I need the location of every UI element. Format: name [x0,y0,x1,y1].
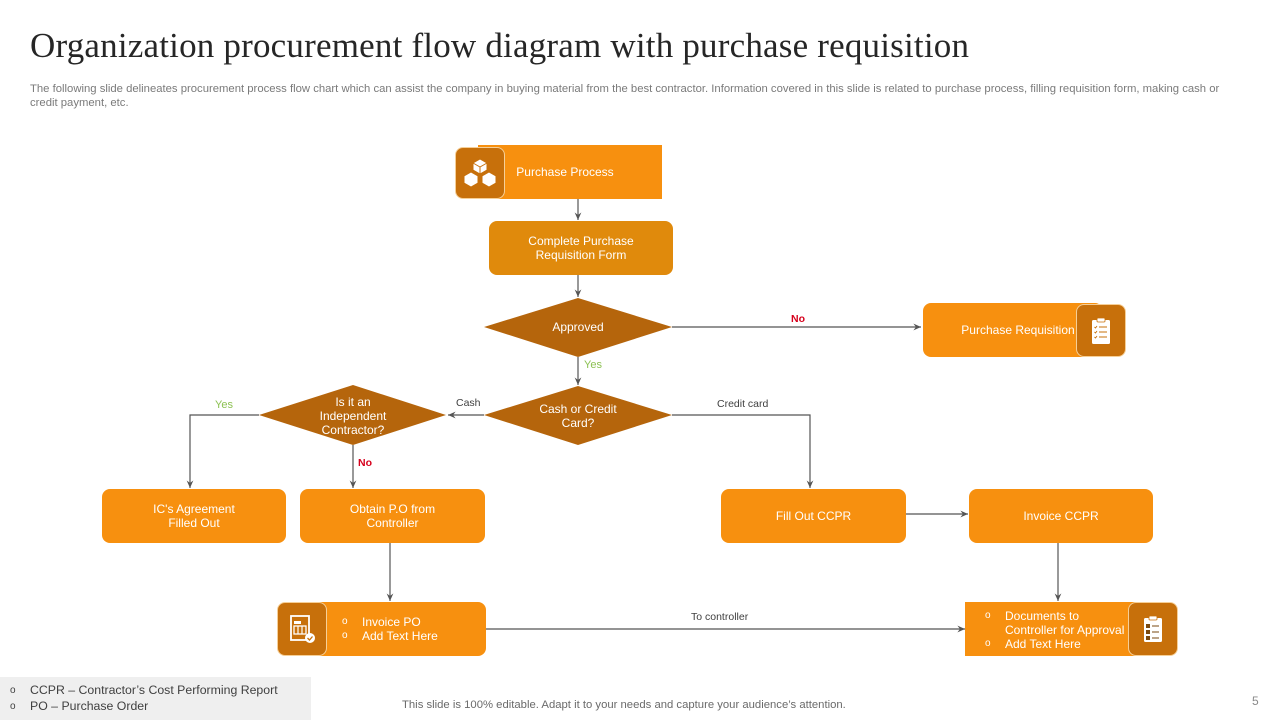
node-label: Invoice CCPR [1023,509,1099,523]
node-invoice-po[interactable] [300,602,486,656]
edge-label-approved-yes: Yes [584,359,602,371]
node-purchase-process[interactable]: Purchase Process [478,145,662,199]
node-contractor-label: Is it an Independent Contractor? [319,395,387,437]
footer-note: This slide is 100% editable. Adapt it to… [402,699,846,711]
edge-credit-card [672,414,814,488]
node-label: IC's Agreement Filled Out [153,502,235,530]
node-documents[interactable] [965,602,1150,656]
slide-title: Organization procurement flow diagram wi… [30,26,970,65]
clipboard-checklist-icon [1076,304,1126,357]
node-invoice-ccpr[interactable]: Invoice CCPR [969,489,1153,543]
edge-label-contractor-yes: Yes [215,399,233,411]
node-cash-credit-label: Cash or Credit Card? [539,402,617,430]
edge-label-cash: Cash [456,397,481,409]
boxes-network-icon [455,147,505,199]
node-label: Fill Out CCPR [775,509,852,523]
node-ic-agreement[interactable]: IC's Agreement Filled Out [102,489,286,543]
edge-label-contractor-no: No [358,457,372,469]
node-obtain-po[interactable]: Obtain P.O from Controller [300,489,485,543]
node-label: Obtain P.O from Controller [349,502,436,530]
edge-contractor-yes [186,414,259,488]
slide-subtitle: The following slide delineates procureme… [30,83,1220,109]
node-approved-label: Approved [552,320,604,334]
contractor-diamond[interactable] [259,385,446,445]
page-number: 5 [1252,694,1259,708]
cash-credit-diamond[interactable] [484,386,672,445]
approved-diamond[interactable] [484,298,672,357]
edge-label-credit-card: Credit card [717,398,769,410]
invoice-check-icon [277,602,327,656]
node-label: Purchase Process [516,165,614,179]
node-complete-form[interactable]: Complete Purchase Requisition Form [489,221,673,275]
edge-label-to-controller: To controller [691,611,749,623]
node-fill-ccpr[interactable]: Fill Out CCPR [721,489,906,543]
node-label: Complete Purchase Requisition Form [528,234,634,262]
edge-label-approved-no: No [791,313,805,325]
clipboard-list-icon [1128,602,1178,656]
node-label: Purchase Requisition [961,323,1075,337]
node-purchase-requisition[interactable]: Purchase Requisition [923,303,1103,357]
